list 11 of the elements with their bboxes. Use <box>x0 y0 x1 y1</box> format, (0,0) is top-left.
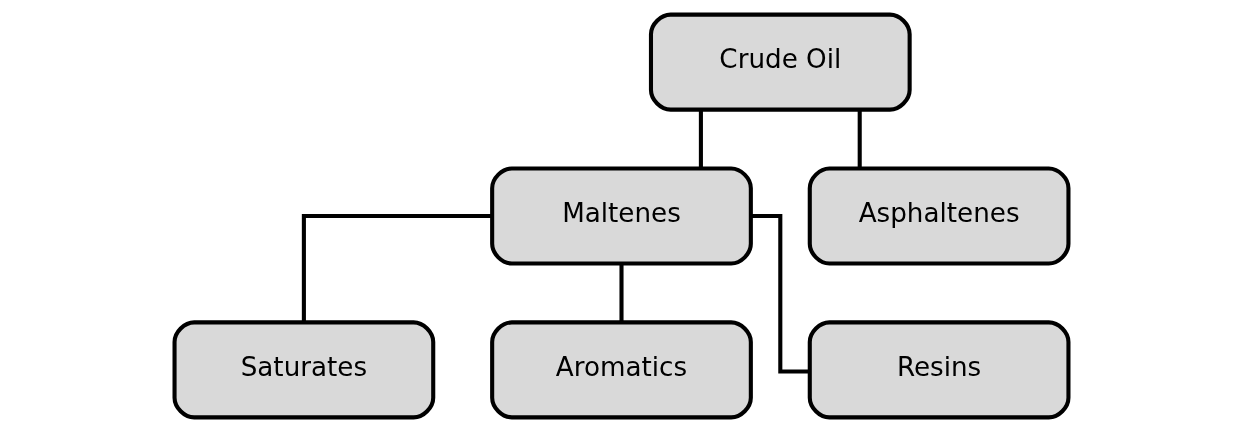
connector <box>857 109 862 169</box>
node-box: Saturates <box>172 320 436 420</box>
connector <box>619 263 624 323</box>
node-box: Asphaltenes <box>807 166 1071 266</box>
node-box: Crude Oil <box>648 12 912 112</box>
node-box: Maltenes <box>490 166 753 266</box>
node-box: Resins <box>807 320 1071 420</box>
connector <box>751 213 810 374</box>
connector <box>698 109 703 169</box>
node-box: Aromatics <box>490 320 753 420</box>
connector <box>301 213 492 323</box>
